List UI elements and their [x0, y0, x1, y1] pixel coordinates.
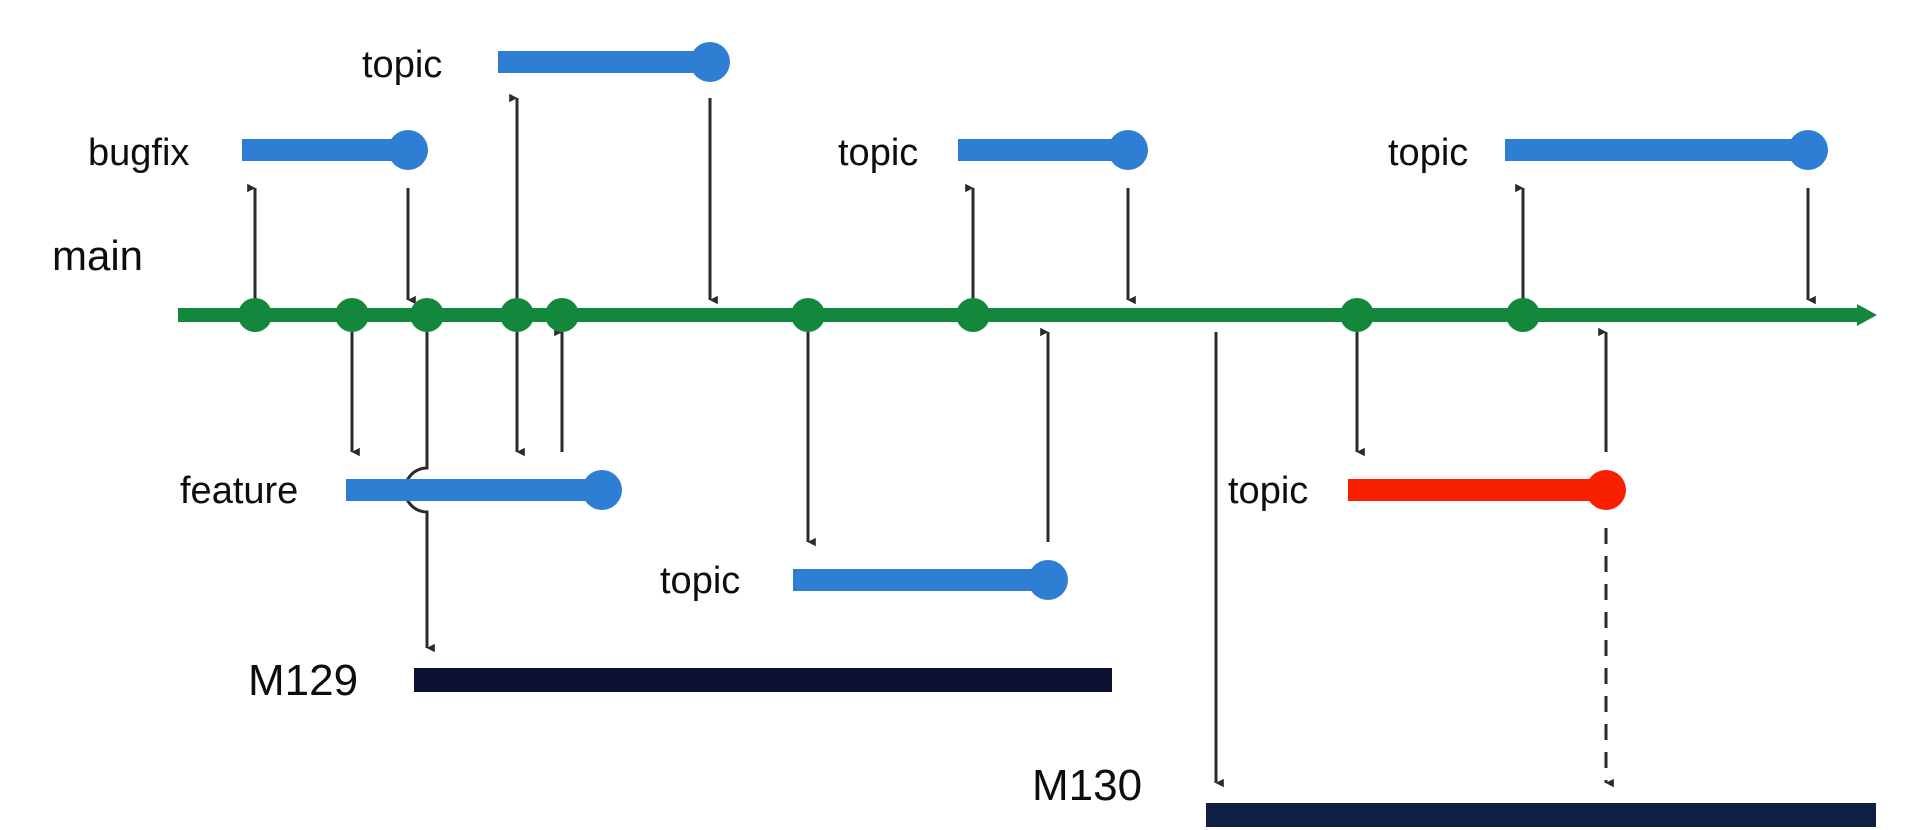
branch-bar-topic-top [498, 51, 710, 73]
branch-tip-dot-topic-right-upper[interactable] [1788, 130, 1828, 170]
branch-tip-dot-topic-bottom[interactable] [1028, 560, 1068, 600]
branches-layer [178, 42, 1877, 600]
milestone-label-m130: M130 [1032, 761, 1142, 810]
milestone-bar-m130 [1206, 803, 1876, 827]
milestone-m130[interactable]: M130 [1032, 761, 1876, 827]
commit-dot[interactable] [1506, 298, 1540, 332]
branch-tip-dot-topic-top[interactable] [690, 42, 730, 82]
branch-label-topic-hotfix: topic [1228, 470, 1308, 512]
commit-dot[interactable] [545, 298, 579, 332]
branch-label-topic-bottom: topic [660, 560, 740, 602]
branch-bar-topic-bottom [793, 569, 1048, 591]
commit-dot[interactable] [500, 298, 534, 332]
arrows-layer [247, 93, 1816, 788]
branch-topic-mid-upper[interactable] [958, 130, 1148, 170]
commit-dot[interactable] [1340, 298, 1374, 332]
branch-label-topic-mid-upper: topic [838, 132, 918, 174]
branch-label-topic-right-upper: topic [1388, 132, 1468, 174]
branch-tip-dot-bugfix[interactable] [388, 130, 428, 170]
branch-main[interactable] [178, 298, 1877, 332]
branch-bar-topic-hotfix [1348, 479, 1606, 501]
branch-feature[interactable] [346, 470, 622, 510]
branch-bugfix[interactable] [242, 130, 428, 170]
branch-label-feature: feature [180, 470, 298, 512]
branch-label-topic-top: topic [362, 44, 442, 86]
milestone-label-m129: M129 [248, 656, 358, 705]
branch-topic-right-upper[interactable] [1505, 130, 1828, 170]
branch-bar-bugfix [242, 139, 408, 161]
milestone-m129[interactable]: M129 [248, 656, 1112, 705]
branch-bar-topic-mid-upper [958, 139, 1128, 161]
branch-bar-topic-right-upper [1505, 139, 1808, 161]
commit-dot[interactable] [791, 298, 825, 332]
commit-dot[interactable] [410, 298, 444, 332]
branch-topic-hotfix[interactable] [1348, 470, 1626, 510]
branch-topic-top[interactable] [498, 42, 730, 82]
branch-topic-bottom[interactable] [793, 560, 1068, 600]
branch-bar-feature [346, 479, 602, 501]
branch-label-main: main [52, 232, 143, 279]
branch-tip-dot-topic-hotfix[interactable] [1586, 470, 1626, 510]
labels-layer: main bugfix topic topic topic feature topic top… [52, 44, 1468, 602]
commit-dot[interactable] [956, 298, 990, 332]
commit-dot[interactable] [335, 298, 369, 332]
commit-dot[interactable] [238, 298, 272, 332]
branch-tip-dot-feature[interactable] [582, 470, 622, 510]
branch-tip-dot-topic-mid-upper[interactable] [1108, 130, 1148, 170]
milestone-bar-m129 [414, 668, 1112, 692]
branch-label-bugfix: bugfix [88, 132, 189, 174]
